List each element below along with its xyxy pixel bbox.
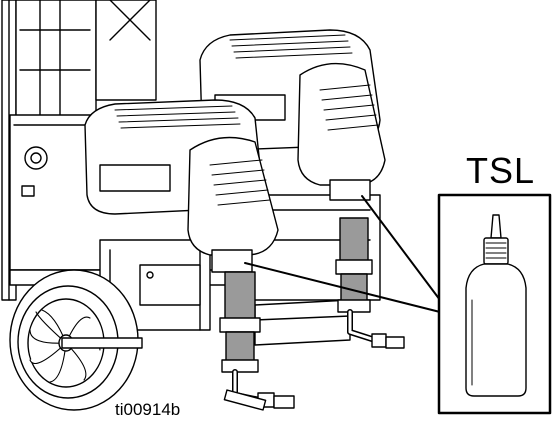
wheel [9, 269, 143, 411]
rear-pump-lower [335, 217, 405, 349]
tsl-label: TSL [466, 150, 536, 191]
front-motor-housing [84, 99, 279, 273]
tsl-callout-box [437, 193, 552, 415]
callout-leaders [244, 195, 441, 313]
tsl-bottle-icon [465, 214, 527, 397]
cart-frame [1, 0, 381, 346]
figure-id-label: ti00914b [115, 400, 181, 419]
front-pump-lower [219, 271, 295, 411]
